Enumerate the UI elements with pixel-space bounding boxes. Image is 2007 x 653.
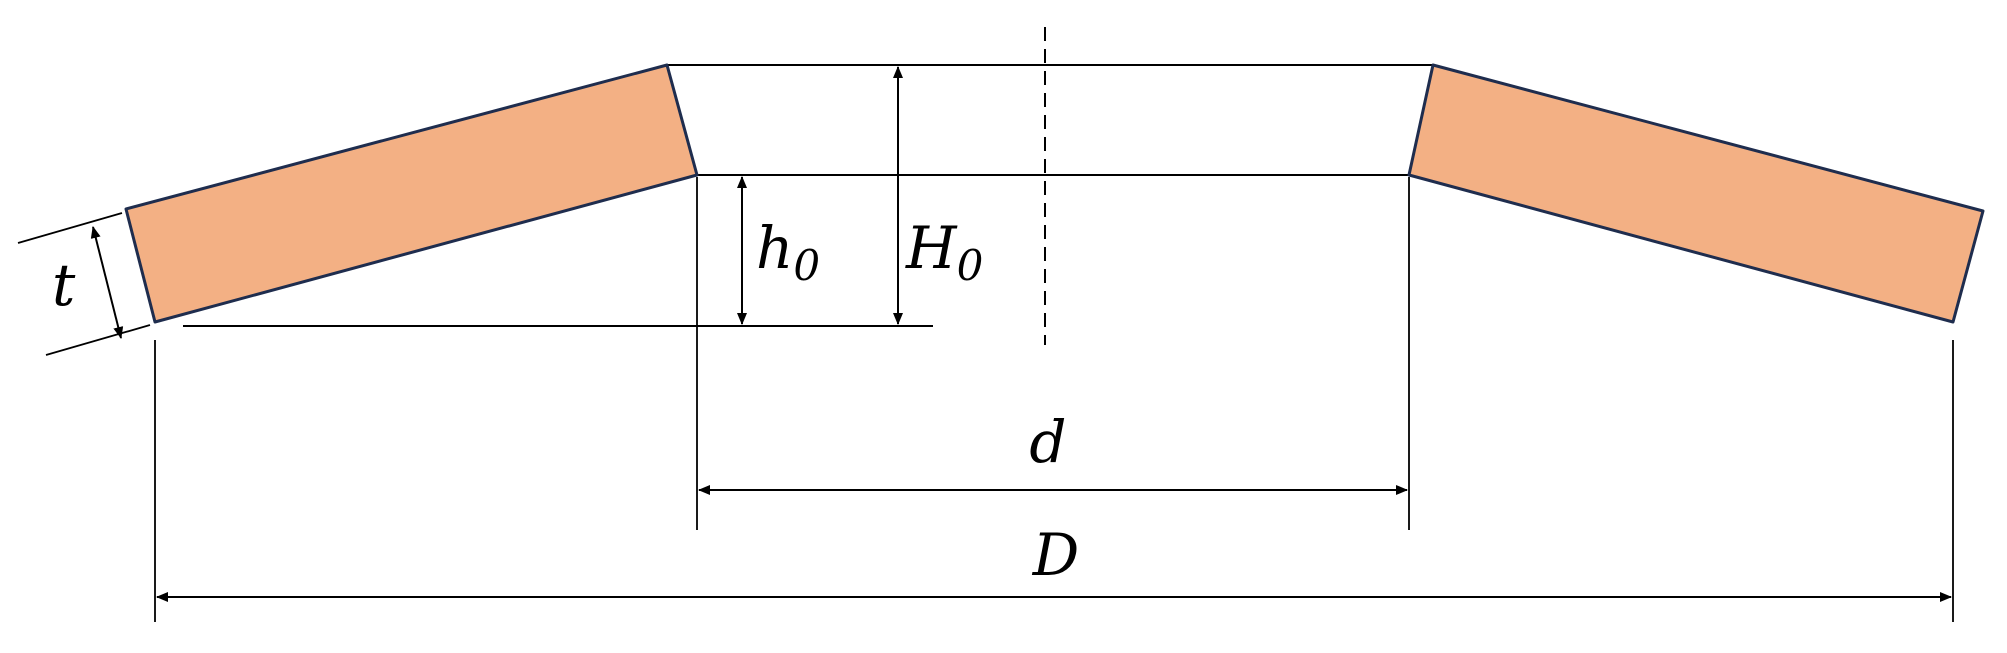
free-height-label: H0 <box>905 214 983 290</box>
cone-height-label-main: h <box>756 214 793 282</box>
thickness-extension-top <box>17 212 123 244</box>
inner-diameter-label: d <box>1029 408 1066 476</box>
cone-height-label: h0 <box>756 214 820 290</box>
thickness-label: t <box>52 251 76 319</box>
left-spring-plate <box>124 63 699 324</box>
thickness-extension-bottom <box>45 324 151 356</box>
free-height-label-main: H <box>905 214 958 282</box>
free-height-label-sub: 0 <box>957 241 984 290</box>
cone-height-label-sub: 0 <box>793 241 820 290</box>
thickness-dimension-arrow <box>90 226 124 339</box>
right-spring-plate <box>1407 63 1985 324</box>
outer-diameter-label: D <box>1032 521 1080 589</box>
